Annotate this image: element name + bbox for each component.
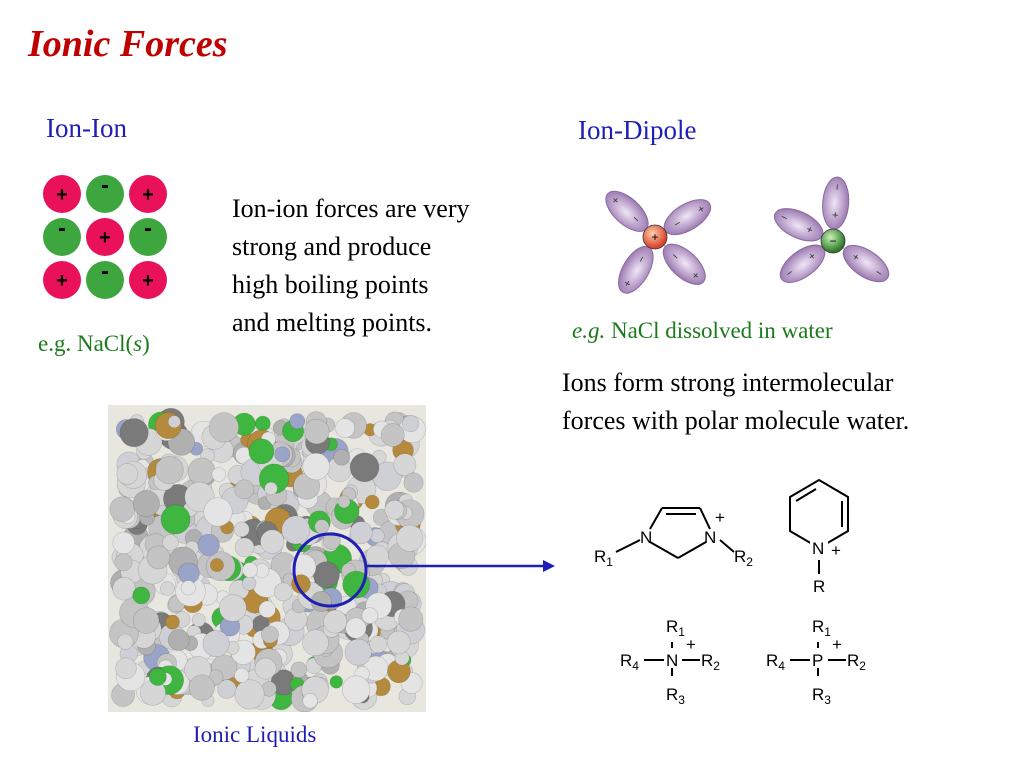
- example-state: s: [133, 331, 143, 356]
- amm-r3: R3: [666, 685, 685, 707]
- svg-text:+: +: [651, 230, 658, 244]
- svg-text:+: +: [620, 277, 634, 289]
- water-molecule: +−: [779, 240, 834, 283]
- ion-dipole-diagram: −+−+−+−++ +−+−+−+−−: [605, 176, 890, 294]
- imid-n2: N: [704, 528, 716, 547]
- example-text: NaCl dissolved in water: [605, 318, 833, 343]
- pyr-r: R: [813, 577, 825, 596]
- svg-text:−: −: [779, 210, 790, 224]
- svg-text:+: +: [804, 222, 815, 236]
- example-prefix: e.g. NaCl(: [38, 331, 134, 356]
- svg-text:+: +: [830, 212, 842, 219]
- water-molecule: −+: [654, 236, 706, 285]
- svg-text:+: +: [56, 270, 68, 292]
- pyr-n: N: [812, 539, 824, 558]
- svg-text:+: +: [142, 270, 154, 292]
- cation-hydration: −+−+−+−++: [605, 190, 712, 294]
- amm-charge: +: [686, 635, 696, 654]
- phosphonium-structure: [790, 642, 846, 676]
- ion-ion-description: Ion-ion forces are very strong and produ…: [232, 190, 470, 342]
- central-ion: +: [642, 224, 668, 250]
- ion-dipole-heading: Ion-Dipole: [578, 115, 697, 145]
- description-line: strong and produce: [232, 232, 432, 261]
- description-line: high boiling points: [232, 270, 429, 299]
- anion-ion: -: [129, 215, 167, 256]
- water-molecule: +−: [832, 240, 890, 283]
- description-line: and melting points.: [232, 308, 433, 337]
- amm-r1: R1: [666, 617, 685, 639]
- water-molecule: +−: [822, 176, 850, 242]
- imidazolium-structure: [615, 507, 735, 559]
- cation-ion: +: [43, 261, 81, 299]
- svg-text:-: -: [101, 172, 109, 199]
- phos-p: P: [812, 651, 823, 670]
- svg-text:−: −: [832, 184, 844, 191]
- amm-r2: R2: [701, 651, 720, 673]
- ammonium-structure: [644, 642, 700, 676]
- example-eg: e.g.: [572, 318, 606, 343]
- cation-ion: +: [43, 175, 81, 213]
- cation-ion: +: [129, 175, 167, 213]
- pyr-n-bg: [810, 538, 828, 558]
- svg-text:-: -: [144, 215, 152, 242]
- anion-hydration: +−+−+−+−−: [773, 176, 890, 283]
- phos-r3: R3: [812, 685, 831, 707]
- ionic-liquid-model-image: [108, 405, 426, 712]
- svg-text:-: -: [101, 258, 109, 285]
- imid-charge: +: [715, 508, 725, 527]
- example-suffix: ): [142, 331, 150, 356]
- phos-r4: R4: [766, 651, 785, 673]
- ion-ion-heading: Ion-Ion: [46, 113, 127, 143]
- ion-ion-example: e.g. NaCl(s): [38, 331, 150, 357]
- svg-text:+: +: [142, 184, 154, 206]
- cation-ion: +: [86, 218, 124, 256]
- description-line: Ion-ion forces are very: [232, 194, 470, 223]
- anion-ion: -: [86, 172, 124, 213]
- anion-ion: -: [86, 258, 124, 299]
- svg-text:+: +: [99, 227, 111, 249]
- svg-text:−: −: [829, 234, 836, 248]
- cation-structures: N N + R1 R2 N + R R1 + N R4 R2 R3 R1 + P…: [594, 478, 866, 707]
- svg-text:−: −: [634, 253, 648, 265]
- phos-charge: +: [832, 635, 842, 654]
- description-line: forces with polar molecule water.: [562, 406, 910, 435]
- slide-title: Ionic Forces: [28, 23, 228, 65]
- highlight-circle: [292, 532, 368, 608]
- ion-dipole-example: e.g. NaCl dissolved in water: [572, 318, 833, 344]
- amm-n: N: [666, 651, 678, 670]
- ion-lattice-diagram: + - + - + - + - +: [43, 172, 167, 299]
- imid-r1: R1: [594, 547, 613, 569]
- central-ion: −: [820, 228, 846, 254]
- cation-ion: +: [129, 261, 167, 299]
- arrow-icon: [367, 560, 555, 572]
- imid-n1: N: [640, 528, 652, 547]
- ionic-liquids-caption: Ionic Liquids: [193, 722, 317, 747]
- phos-r1: R1: [812, 617, 831, 639]
- imid-r2: R2: [734, 547, 753, 569]
- ion-dipole-description: Ions form strong intermolecular forces w…: [562, 364, 909, 440]
- phos-r2: R2: [847, 651, 866, 673]
- svg-text:−: −: [672, 217, 684, 231]
- svg-text:+: +: [56, 184, 68, 206]
- pyr-charge: +: [831, 541, 841, 560]
- anion-ion: -: [43, 215, 81, 256]
- amm-r4: R4: [620, 651, 639, 673]
- description-line: Ions form strong intermolecular: [562, 368, 894, 397]
- svg-text:-: -: [58, 215, 66, 242]
- svg-text:+: +: [696, 203, 708, 217]
